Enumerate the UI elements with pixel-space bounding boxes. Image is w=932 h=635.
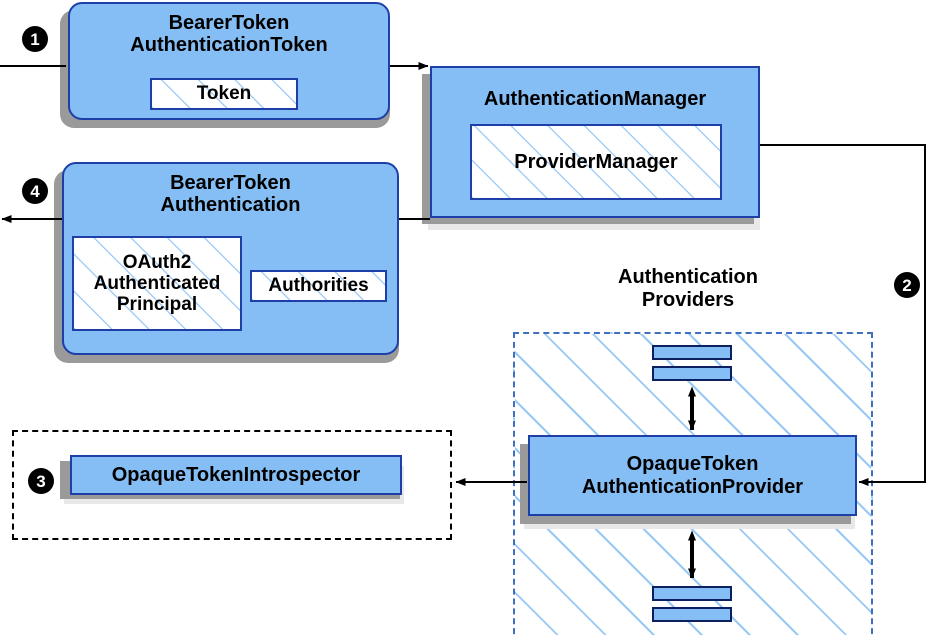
provider-stack-bar-top-2 xyxy=(652,366,732,381)
opaque-token-introspector-label: OpaqueTokenIntrospector xyxy=(111,463,361,486)
provider-stack-bar-top-1 xyxy=(652,345,732,360)
bearer-token-authentication-token-label-line2: AuthenticationToken xyxy=(130,34,328,57)
authentication-providers-label-line1: Authentication xyxy=(618,266,758,288)
opaque-token-authentication-provider-label-line2: AuthenticationProvider xyxy=(581,475,804,498)
oauth2-principal-line2: Authenticated xyxy=(93,272,221,294)
token-inner-box[interactable]: Token xyxy=(150,78,298,110)
opaque-token-introspector-node[interactable]: OpaqueTokenIntrospector xyxy=(70,455,402,495)
step-badge-3: 3 xyxy=(28,468,54,494)
bearer-token-authentication-label-line2: Authentication xyxy=(160,194,301,217)
oauth2-principal-line1: OAuth2 xyxy=(122,251,192,273)
bearer-token-authentication-label-line1: BearerToken xyxy=(170,172,291,194)
step-badge-4: 4 xyxy=(22,178,48,204)
bearer-token-authentication-token-label-line1: BearerToken xyxy=(168,12,290,34)
oauth2-authenticated-principal-inner-box[interactable]: OAuth2 Authenticated Principal xyxy=(72,236,242,331)
opaque-token-authentication-provider-label-line1: OpaqueToken xyxy=(626,453,759,476)
provider-stack-bar-bottom-2 xyxy=(652,607,732,622)
provider-stack-bar-bottom-1 xyxy=(652,586,732,601)
authentication-manager-label: AuthenticationManager xyxy=(483,88,707,110)
oauth2-principal-line3: Principal xyxy=(116,294,198,316)
step-badge-2: 2 xyxy=(894,272,920,298)
authorities-inner-box[interactable]: Authorities xyxy=(250,270,387,302)
provider-manager-inner-box[interactable]: ProviderManager xyxy=(470,124,722,200)
authentication-providers-label: Authentication Providers xyxy=(568,266,808,312)
step-badge-1: 1 xyxy=(22,26,48,52)
opaque-token-authentication-provider-node[interactable]: OpaqueToken AuthenticationProvider xyxy=(528,435,857,516)
authentication-providers-label-line2: Providers xyxy=(641,289,735,311)
